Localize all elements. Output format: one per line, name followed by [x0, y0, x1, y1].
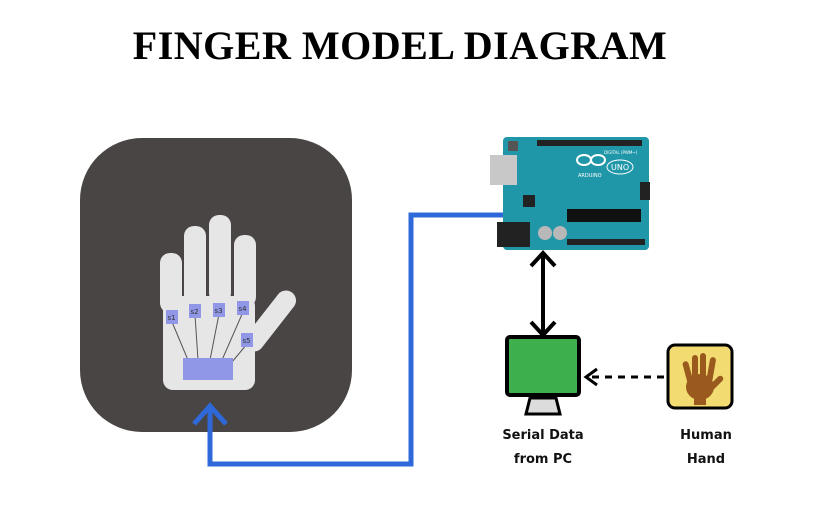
human-hand-icon [666, 343, 734, 410]
arduino-logo-icon [576, 154, 606, 166]
pc-caption-line1: Serial Data [502, 428, 584, 443]
hand-caption: Human Hand [660, 424, 752, 472]
arduino-uno-badge [606, 159, 634, 175]
blue-wire-line [207, 212, 503, 467]
blue-wire-arrowhead-icon [192, 402, 228, 426]
sensor-label-s4: s4 [239, 305, 248, 313]
blue-wire-connector [192, 212, 503, 467]
arduino-board-icon: ARDUINO UNO DIGITAL (PWM~) [490, 137, 650, 250]
sensor-s4-box [237, 301, 249, 315]
arduino-brand-text: ARDUINO [578, 173, 602, 179]
pc-caption: Serial Data from PC [488, 424, 598, 472]
sensors: s1 s2 s3 s4 s5 [166, 301, 253, 347]
glove-panel: s1 s2 s3 s4 s5 [80, 138, 352, 432]
hand-caption-line1: Human [680, 428, 732, 443]
sensor-s3-box [213, 303, 225, 317]
sensor-s1-box [166, 310, 178, 324]
sensor-s2-box [189, 304, 201, 318]
serial-link-arrow [529, 250, 557, 338]
arduino-header-text: DIGITAL (PWM~) [604, 150, 638, 155]
diagram-title: FINGER MODEL DIAGRAM [132, 23, 668, 68]
arduino-uno-text: UNO [611, 163, 629, 172]
sensor-s5-box [241, 333, 253, 347]
glove-controller-box [183, 358, 233, 380]
sensor-label-s5: s5 [243, 337, 251, 345]
computer-monitor-icon [505, 335, 581, 416]
hand-to-pc-arrow [583, 367, 664, 387]
pc-caption-line2: from PC [513, 452, 573, 467]
sensor-label-s3: s3 [215, 307, 223, 315]
arrowhead-up-icon [529, 250, 557, 268]
hand-caption-line2: Hand [686, 452, 726, 467]
sensor-label-s2: s2 [191, 308, 199, 316]
dashed-arrowhead-icon [583, 367, 598, 387]
sensor-label-s1: s1 [168, 314, 176, 322]
